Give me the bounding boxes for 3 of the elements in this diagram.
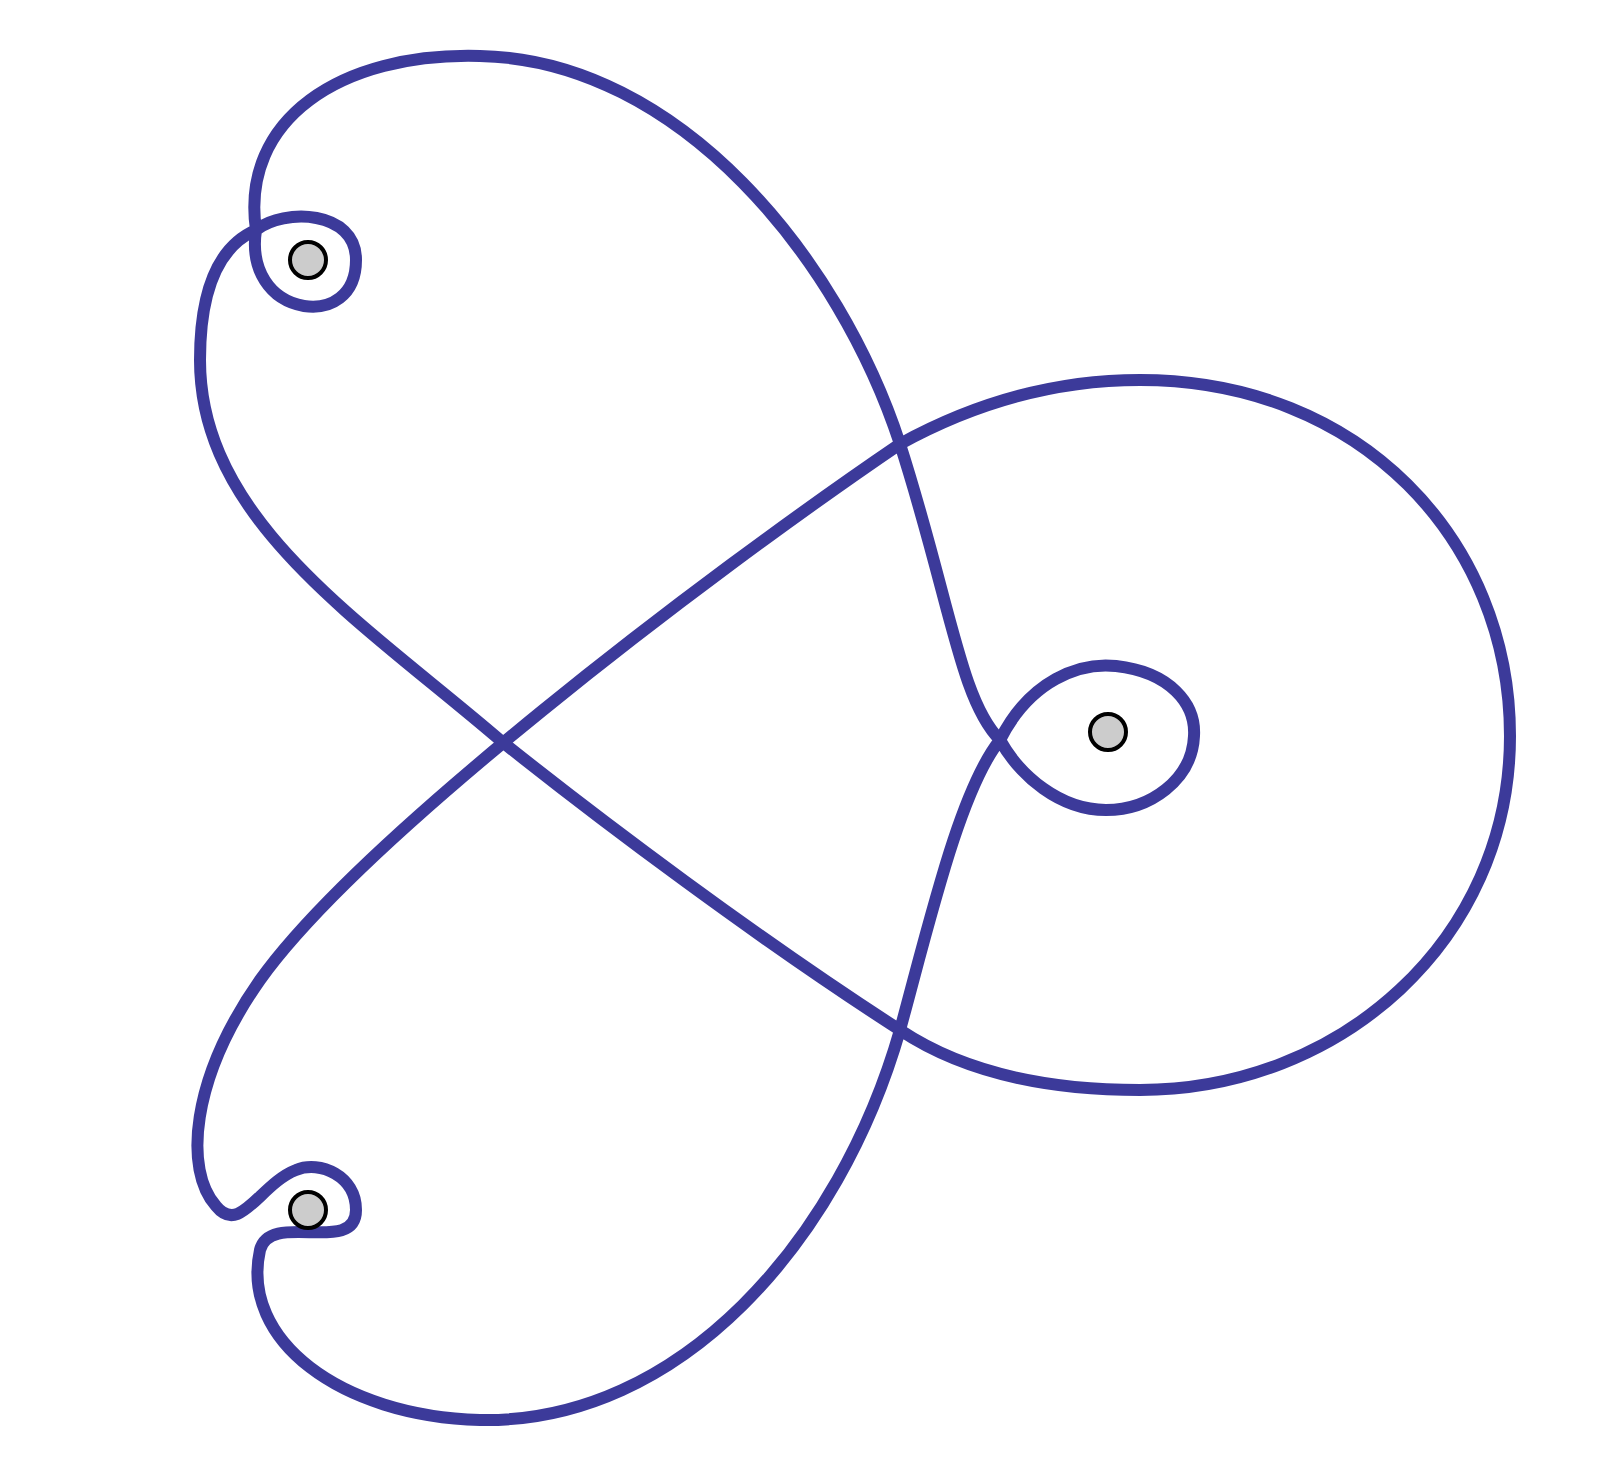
point-marker: [288, 240, 328, 280]
point-marker: [288, 1190, 328, 1230]
point-marker: [1088, 712, 1128, 752]
